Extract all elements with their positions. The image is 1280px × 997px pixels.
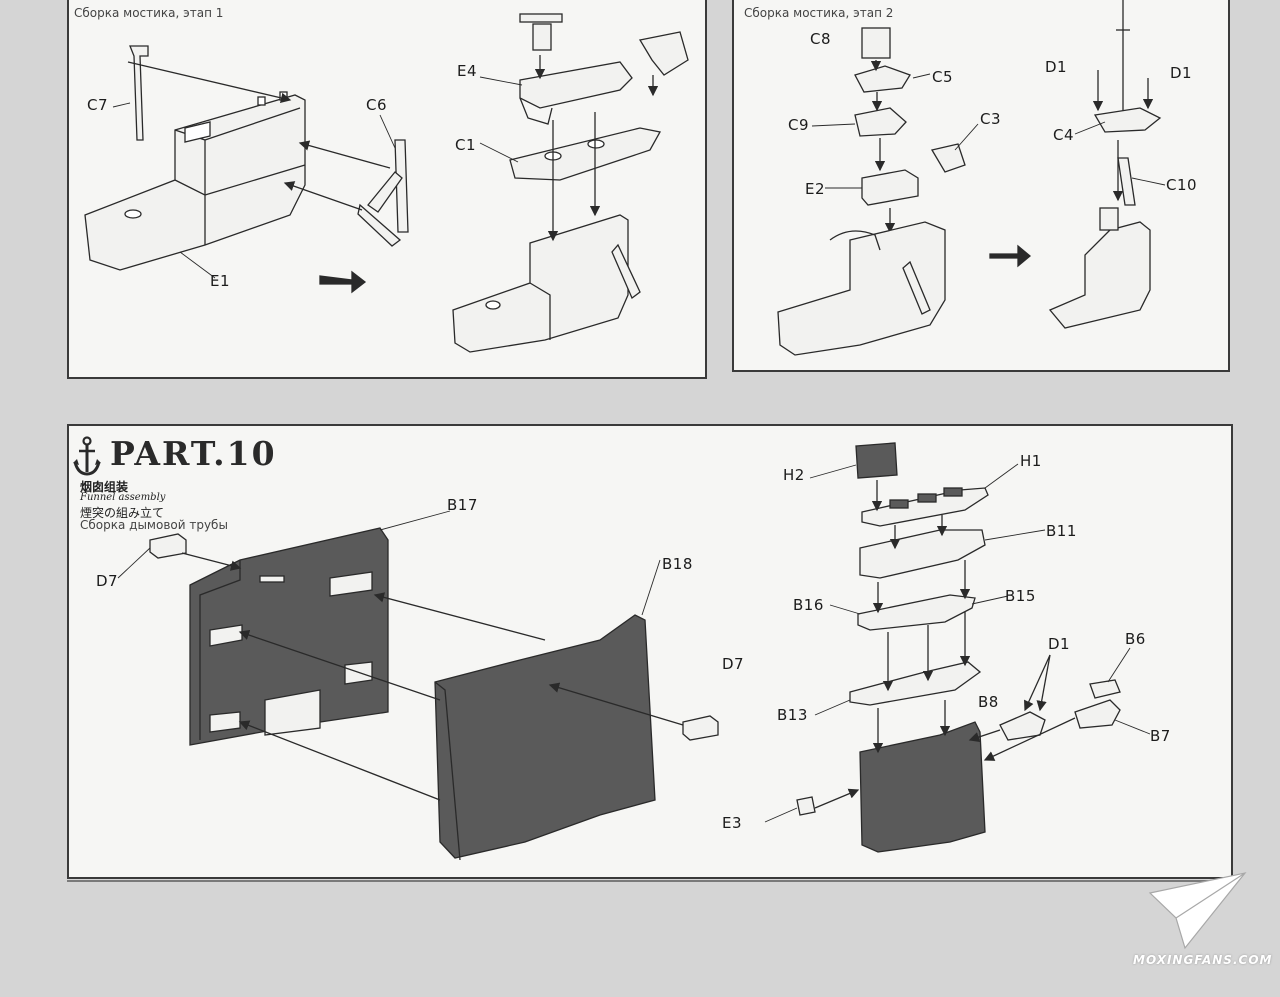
label-h2: H2 [783,466,805,484]
part-e3-block [796,796,816,816]
assembled-stage2-base [777,221,946,356]
part-c7-mast [129,45,149,141]
label-b13: B13 [777,706,808,724]
part-b8-light [999,711,1046,741]
assembled-stage1-base [452,214,641,353]
part-c3-lamp-small [638,31,689,76]
bridge-stage-1-title: Сборка мостика, этап 1 [74,6,224,20]
label-c6: C6 [366,96,388,114]
label-e2: E2 [805,180,826,198]
label-d7-left: D7 [96,572,119,590]
label-h1: H1 [1020,452,1042,470]
part-d7-block-right [682,715,719,741]
part-e4-upper-deck [519,13,633,125]
label-d1-left: D1 [1045,58,1068,76]
part-b13-cap [849,661,982,706]
paper-plane-logo [1148,872,1247,950]
assembled-funnel [859,721,986,853]
part-b7-light [1074,699,1121,729]
label-d1-funnel: D1 [1048,635,1071,653]
subtitle-japanese: 煙突の組み立て [80,506,165,520]
label-d7-right: D7 [722,655,745,673]
subtitle-russian: Сборка дымовой трубы [80,518,228,532]
part-d7-small-block [149,533,187,559]
part-c3-searchlight [930,143,966,173]
part-b18-funnel-half [434,614,656,861]
label-c7: C7 [87,96,109,114]
label-c3: C3 [980,110,1002,128]
label-b15: B15 [1005,587,1036,605]
part-title: PART.10 [110,434,277,473]
part-c8-lamp [861,27,891,59]
label-b18: B18 [662,555,693,573]
anchor-icon [73,436,101,476]
label-e1: E1 [210,272,231,290]
part-b11-rim [859,529,986,579]
part-h1-top-plate [861,487,989,527]
watermark-text: MOXINGFANS.COM [1133,953,1273,967]
label-b11: B11 [1046,522,1077,540]
bridge-stage-2-title: Сборка мостика, этап 2 [744,6,894,20]
assembled-stage2-mast [1048,0,1162,329]
part-e2-block [861,169,919,206]
label-d1-right: D1 [1170,64,1193,82]
part-e1-bridge-base [84,91,306,271]
part-c5-top [854,65,911,93]
label-c8: C8 [810,30,832,48]
subtitle-chinese: 烟囱组装 [80,480,129,494]
label-c9: C9 [788,116,810,134]
label-b6: B6 [1125,630,1146,648]
label-b7: B7 [1150,727,1171,745]
label-b16: B16 [793,596,824,614]
part-b6-lamp [1089,679,1121,699]
part-c9-cabin [854,107,907,137]
label-c4: C4 [1053,126,1075,144]
part-b15-grate [857,594,976,631]
label-c5: C5 [932,68,954,86]
label-e4: E4 [457,62,478,80]
part-c6-ladder [357,139,409,247]
label-b8: B8 [978,693,999,711]
subtitle-english: Funnel assembly [80,492,166,503]
label-b17: B17 [447,496,478,514]
part-h2-grille [855,442,898,479]
label-c10: C10 [1166,176,1198,194]
part-c1-platform [509,127,662,181]
label-e3: E3 [722,814,743,832]
label-c1: C1 [455,136,477,154]
